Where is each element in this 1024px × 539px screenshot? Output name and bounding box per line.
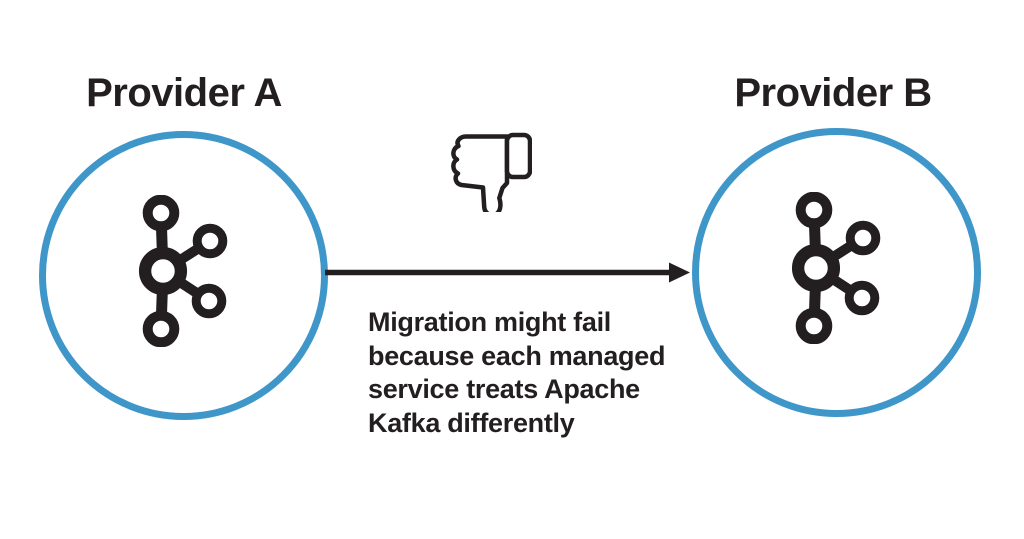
migration-arrow — [325, 262, 690, 283]
provider-a-title: Provider A — [86, 71, 282, 115]
annotation-line: Migration might fail — [368, 307, 611, 337]
provider-b-title: Provider B — [734, 71, 932, 115]
kafka-logo-icon-a — [138, 194, 227, 347]
provider-b-circle — [692, 128, 981, 417]
annotation-line: because each managed — [368, 340, 666, 371]
annotation-line: Kafka differently — [368, 407, 575, 438]
kafka-logo-icon-b — [791, 191, 880, 344]
provider-a-circle — [39, 131, 328, 420]
thumbs-down-icon — [451, 132, 532, 212]
annotation-line: service treats Apache — [368, 374, 640, 404]
migration-annotation: Migration might fail because each manage… — [368, 306, 665, 440]
